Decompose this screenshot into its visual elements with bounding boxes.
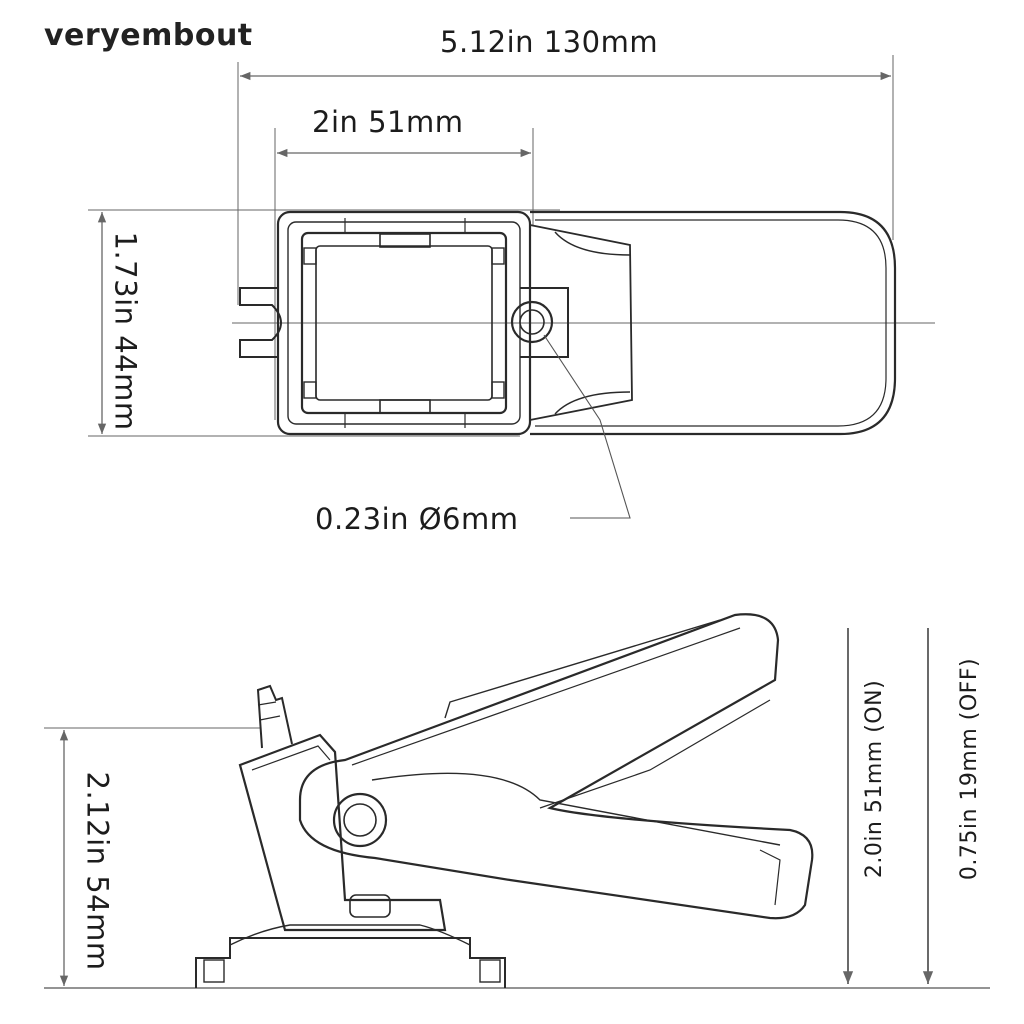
top-view [88,55,935,519]
pivot-hole-outer [510,300,554,344]
side-housing [238,733,447,932]
side-view [44,613,990,989]
pivot-ear [520,287,569,358]
hole-leader-line [543,334,631,519]
base-housing-outer [276,210,532,436]
body-width-label: 2in 51mm [312,105,464,139]
brand-watermark: veryembout [44,18,253,53]
hose-nozzle [256,684,293,749]
length-label: 5.12in 130mm [440,25,659,59]
side-height-label: 2.12in 54mm [80,771,115,971]
mounting-ear [239,287,282,358]
side-float-arm [298,613,814,920]
pivot-flare [529,224,633,421]
float-arm-inner [535,219,887,427]
side-pivot-outer [332,792,388,848]
hole-diameter-label: 0.23in Ø6mm [315,502,519,536]
off-level-label: 0.75in 19mm (OFF) [957,657,982,881]
top-extension-lines [88,55,935,437]
float-arm-outline [530,210,897,436]
height-label: 1.73in 44mm [108,231,143,431]
base-foot [195,937,506,988]
side-pivot-inner [343,803,377,837]
on-level-label: 2.0in 51mm (ON) [862,679,887,879]
pivot-hole-inner [519,309,545,335]
